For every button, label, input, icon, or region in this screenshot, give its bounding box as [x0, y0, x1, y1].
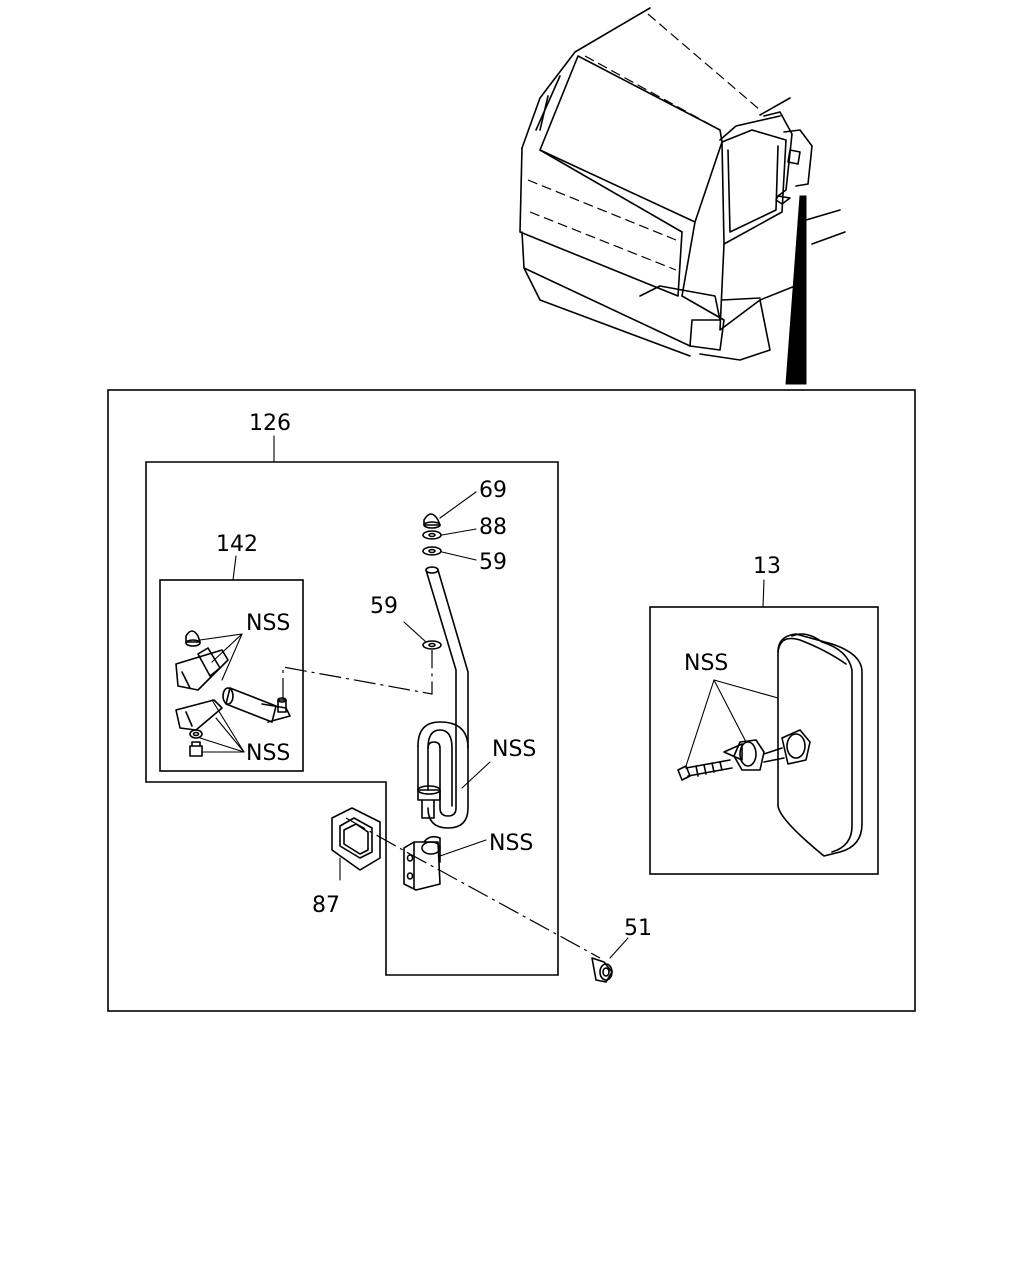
subassembly-142-outline [159, 579, 304, 772]
label-59-top: 59 [479, 550, 507, 575]
label-87: 87 [312, 893, 340, 918]
truck-cab-illustration [519, 7, 846, 385]
bolt-51-drawing [591, 937, 629, 983]
assembly-13-outline [649, 606, 879, 875]
leader-142 [232, 555, 237, 581]
label-nss-13: NSS [684, 651, 728, 676]
part-142-bracket-drawing [175, 630, 291, 757]
label-88: 88 [479, 515, 507, 540]
leader-13 [762, 579, 765, 608]
leader-59a [441, 551, 477, 561]
label-51: 51 [624, 916, 652, 941]
assembly-126-outline [145, 461, 559, 976]
label-nss-bracket: NSS [489, 831, 533, 856]
label-69: 69 [479, 478, 507, 503]
mirror-head-13-drawing [677, 633, 863, 857]
bolt-axis-line [345, 817, 601, 959]
label-nss-arm: NSS [492, 737, 536, 762]
gasket-87-drawing [331, 807, 381, 881]
detail-callout-wedge [785, 195, 807, 385]
assembly-axis-line [282, 650, 433, 700]
label-nss-142-top: NSS [246, 611, 290, 636]
hinge-bracket-drawing [403, 835, 487, 891]
label-nss-142-bottom: NSS [246, 741, 290, 766]
label-13: 13 [753, 554, 781, 579]
label-142: 142 [216, 532, 258, 557]
leader-88 [441, 528, 477, 536]
label-59-middle: 59 [370, 594, 398, 619]
label-126: 126 [249, 411, 291, 436]
detail-frame [107, 389, 916, 1012]
mirror-arm-drawing [403, 513, 491, 829]
leader-69 [439, 491, 477, 519]
